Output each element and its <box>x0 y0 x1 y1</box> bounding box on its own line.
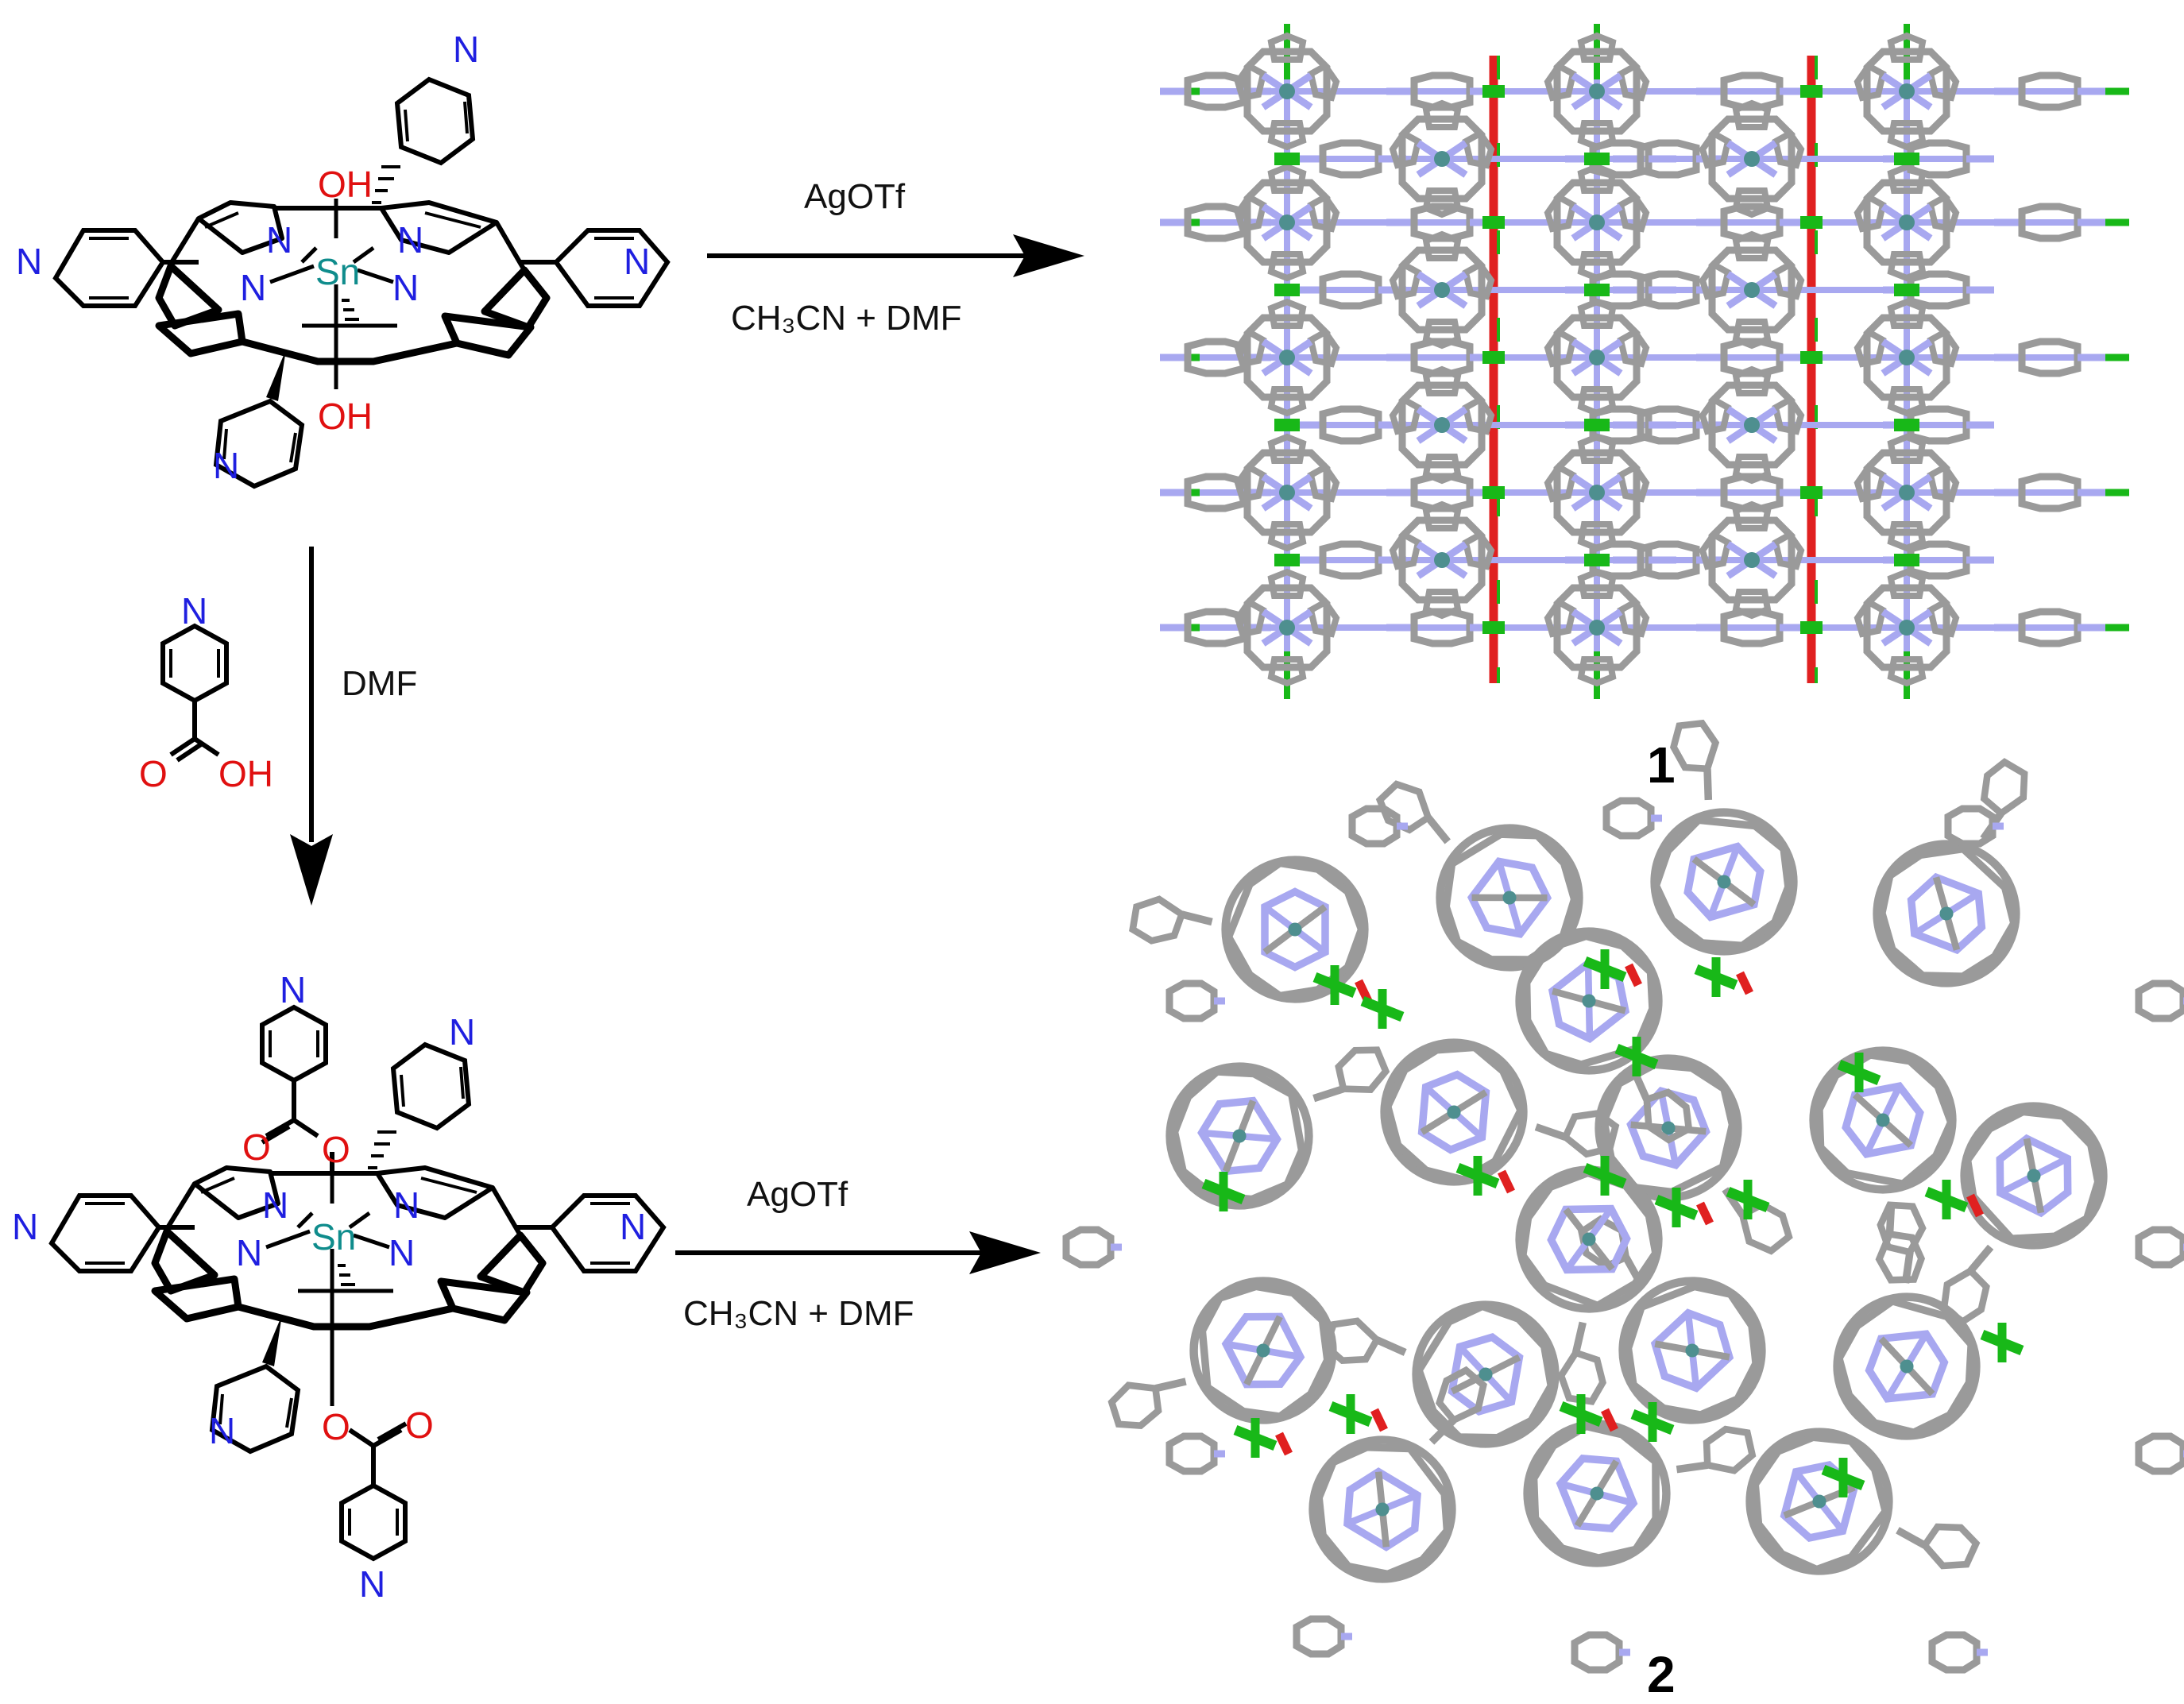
oh-group-label: OH <box>218 753 273 794</box>
n-atom-label: N <box>449 1011 475 1053</box>
o-atom-label: O <box>322 1406 350 1447</box>
sn-atom-label: Sn <box>315 251 360 292</box>
n-atom-label: N <box>388 1232 415 1273</box>
n-atom-label: N <box>393 1184 419 1226</box>
o-atom-label: O <box>242 1126 271 1168</box>
oh-group-label: OH <box>318 396 373 437</box>
n-atom-label: N <box>16 241 42 282</box>
oh-group-label: OH <box>318 164 373 205</box>
top-solvent-label: CH₃CN + DMF <box>731 299 961 338</box>
isonicotinic-acid-structure: N O OH <box>139 590 273 794</box>
n-atom-label: N <box>262 1184 288 1226</box>
product-label-2: 2 <box>1647 1646 1676 1703</box>
n-atom-label: N <box>280 969 306 1010</box>
bottom-solvent-label: CH₃CN + DMF <box>683 1294 914 1333</box>
crystal-structure-1 <box>1160 24 2129 699</box>
n-atom-label: N <box>392 267 419 308</box>
n-atom-label: N <box>397 219 423 261</box>
down-solvent-label: DMF <box>342 664 417 703</box>
reaction-arrow-top: AgOTf CH₃CN + DMF <box>707 177 1084 338</box>
n-atom-label: N <box>624 241 650 282</box>
n-atom-label: N <box>181 590 207 632</box>
n-atom-label: N <box>209 1410 235 1451</box>
reaction-arrow-bottom: AgOTf CH₃CN + DMF <box>675 1175 1041 1333</box>
n-atom-label: N <box>620 1206 646 1247</box>
reaction-arrow-down: DMF <box>290 547 417 906</box>
sn-atom-label: Sn <box>311 1216 356 1258</box>
n-atom-label: N <box>12 1206 38 1247</box>
crystal-structure-2 <box>1062 707 2184 1674</box>
n-atom-label: N <box>266 219 292 261</box>
o-atom-label: O <box>322 1129 350 1170</box>
n-atom-label: N <box>453 29 479 70</box>
n-atom-label: N <box>213 445 239 486</box>
structure-sn-dihydroxy-porphyrin: Sn N N N N N N N N OH OH <box>16 29 671 489</box>
top-reagent-label: AgOTf <box>804 177 906 216</box>
structure-sn-isonicotinate-porphyrin: Sn N N N N N N N N N N O O O O <box>12 969 667 1605</box>
n-atom-label: N <box>236 1232 262 1273</box>
n-atom-label: N <box>359 1563 385 1605</box>
o-atom-label: O <box>405 1405 434 1446</box>
bottom-reagent-label: AgOTf <box>747 1175 848 1214</box>
o-atom-label: O <box>139 753 168 794</box>
n-atom-label: N <box>240 267 266 308</box>
